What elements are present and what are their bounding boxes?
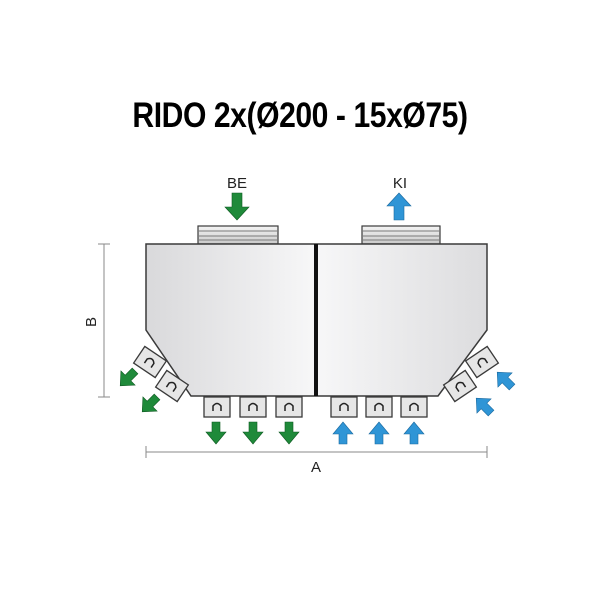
port-icon [330, 396, 358, 418]
port-icon [400, 396, 428, 418]
port-group-left-side [132, 345, 190, 403]
arrow-down-icon [278, 421, 300, 445]
dimension-b [98, 243, 110, 398]
arrow-up-left-icon [496, 371, 516, 391]
port-icon [442, 369, 478, 403]
arrow-down-left-icon [119, 367, 139, 387]
port-icon [239, 396, 267, 418]
outlet-label: KI [393, 175, 407, 192]
port-group-right-bottom [330, 396, 428, 418]
arrow-down-left-icon [141, 393, 161, 413]
outlet-arrows [332, 192, 516, 445]
port-icon [203, 396, 231, 418]
arrow-down-icon [224, 192, 250, 221]
arrow-down-icon [205, 421, 227, 445]
port-icon [464, 345, 500, 379]
dimension-a-label: A [311, 459, 321, 476]
inlet-label: BE [227, 175, 247, 192]
dimension-a [145, 446, 488, 458]
port-group-left-bottom [203, 396, 303, 418]
port-icon [365, 396, 393, 418]
arrow-up-icon [368, 421, 390, 445]
arrow-up-icon [332, 421, 354, 445]
arrow-up-icon [386, 192, 412, 221]
port-group-right-side [442, 345, 500, 403]
dimension-b-label: B [83, 317, 100, 327]
arrow-down-icon [242, 421, 264, 445]
port-icon [275, 396, 303, 418]
arrow-up-icon [403, 421, 425, 445]
inlet-collar [197, 225, 279, 245]
port-icon [132, 345, 168, 379]
diagram-title: RIDO 2x(Ø200 - 15xØ75) [132, 96, 468, 135]
port-icon [154, 369, 190, 403]
arrow-up-left-icon [475, 397, 495, 417]
inlet-arrows [119, 192, 300, 445]
outlet-collar [361, 225, 441, 245]
